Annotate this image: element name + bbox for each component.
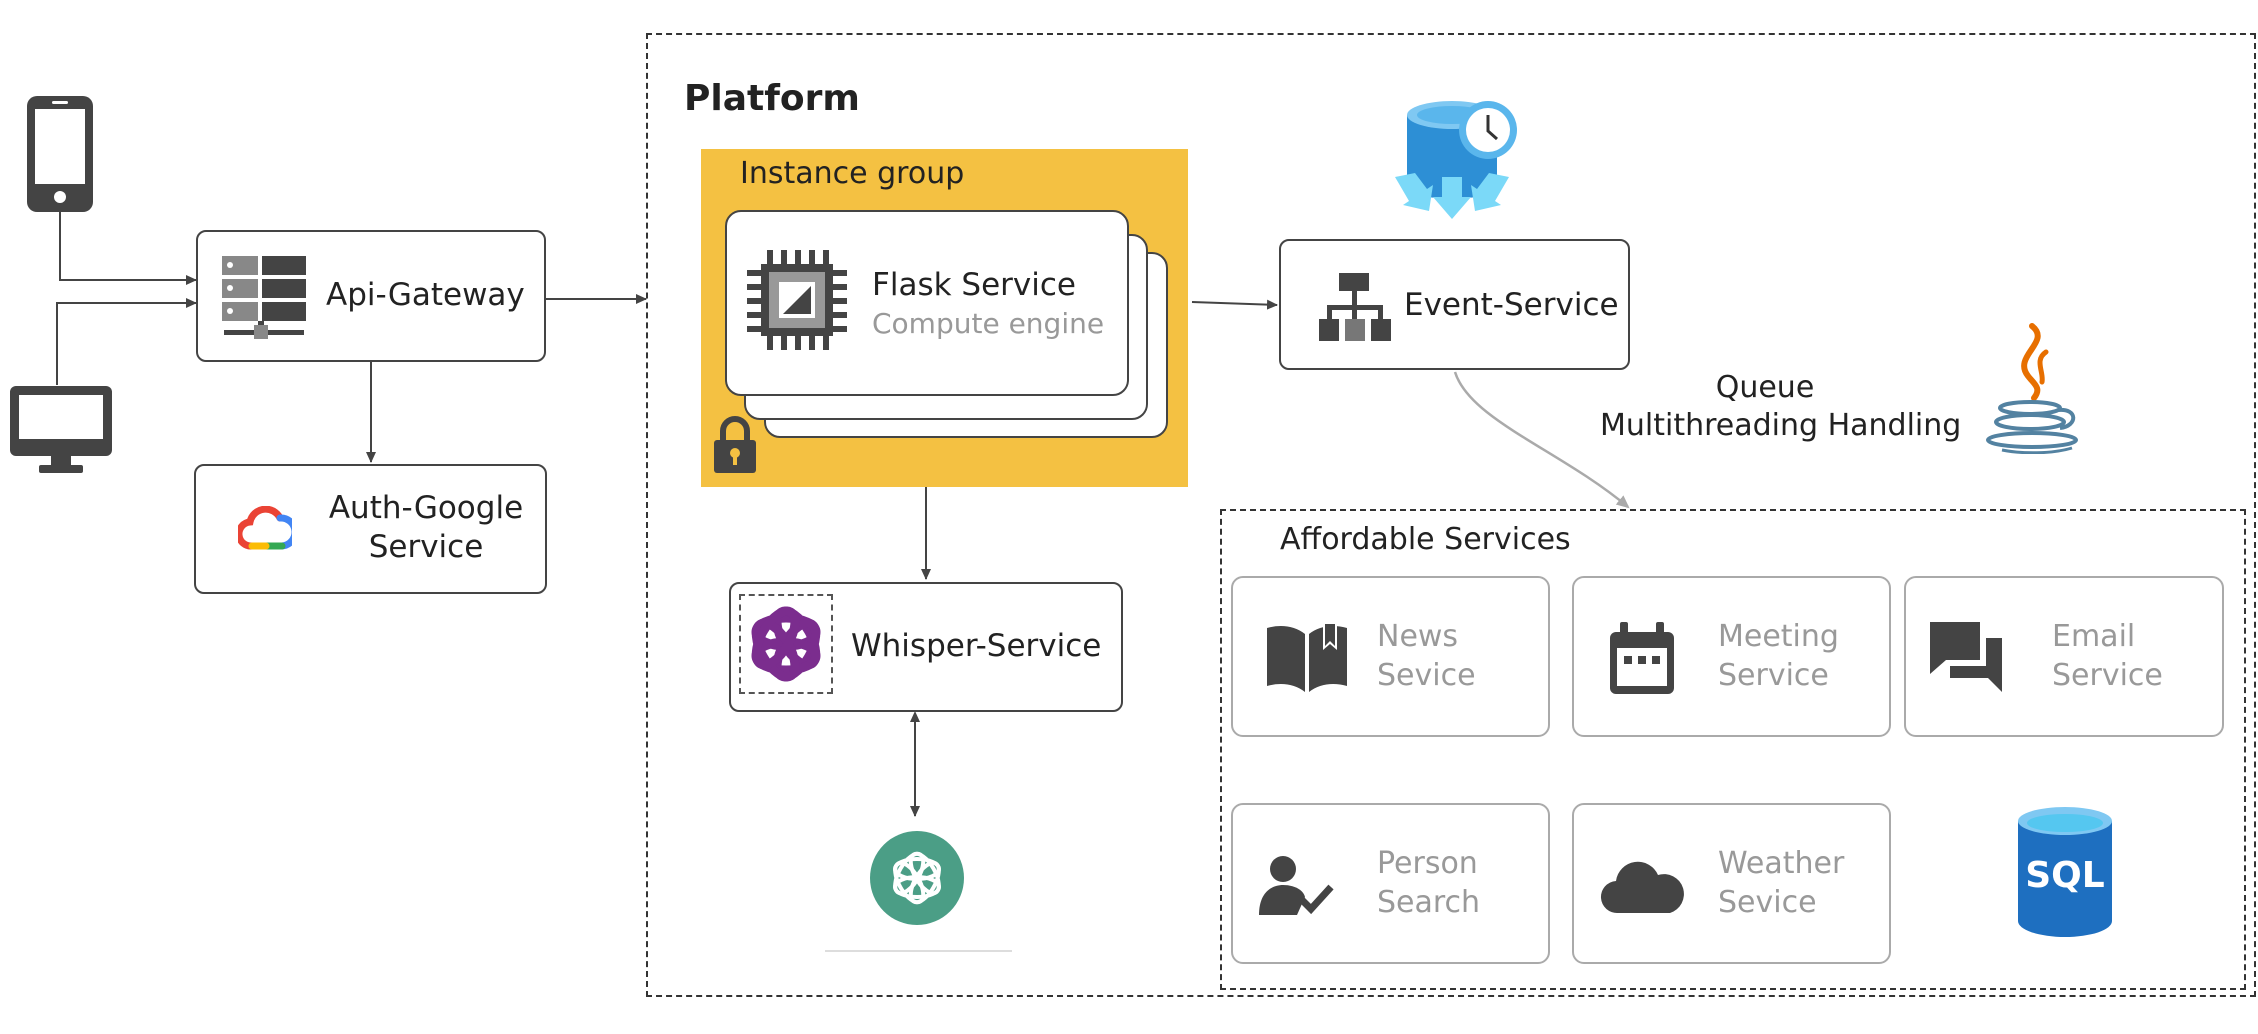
platform-container <box>646 33 2256 997</box>
event-to-affordable-arrow <box>1453 371 1630 509</box>
chat-icon <box>1930 622 2002 692</box>
cloud-icon <box>1600 861 1684 914</box>
phone-icon <box>27 96 93 212</box>
whisper-icon-frame <box>739 594 833 694</box>
java-icon <box>1986 323 2078 454</box>
meeting-service-label-line1: Meeting <box>1718 619 1839 654</box>
cpu-chip-icon <box>747 250 847 350</box>
news-service-label-line2: Sevice <box>1377 658 1476 693</box>
google-cloud-icon <box>238 506 292 550</box>
person-search-label-line1: Person <box>1377 846 1478 881</box>
openai-purple-icon <box>751 606 821 682</box>
queue-label-line2: Multithreading Handling <box>1600 408 1962 443</box>
lock-icon <box>714 416 756 473</box>
calendar-icon <box>1610 622 1674 694</box>
email-service-label-line1: Email <box>2052 619 2136 654</box>
email-service-box[interactable]: Email Service <box>1904 576 2224 737</box>
event-service-node[interactable]: Event-Service <box>1279 239 1630 370</box>
sql-label: SQL <box>2025 855 2105 896</box>
news-service-box[interactable]: News Sevice <box>1231 576 1550 737</box>
openai-green-icon <box>870 831 964 925</box>
person-search-box[interactable]: Person Search <box>1231 803 1550 964</box>
platform-title: Platform <box>684 78 860 119</box>
person-search-label-line2: Search <box>1377 885 1481 920</box>
api-gateway-node[interactable]: Api-Gateway <box>196 230 546 362</box>
event-hub-icon <box>1395 101 1517 219</box>
queue-label-line1: Queue <box>1715 370 1815 405</box>
meeting-service-box[interactable]: Meeting Service <box>1572 576 1891 737</box>
flask-service-subtitle: Compute engine <box>872 307 1105 340</box>
auth-google-label-line1: Auth-Google <box>328 490 524 526</box>
weather-service-box[interactable]: Weather Sevice <box>1572 803 1891 964</box>
event-service-label: Event-Service <box>1404 287 1619 323</box>
flask-service-node[interactable]: Flask Service Compute engine <box>725 210 1129 396</box>
affordable-services-container <box>1220 509 2246 990</box>
person-check-icon <box>1259 856 1334 915</box>
hierarchy-icon <box>1319 273 1391 341</box>
news-service-label-line1: News <box>1377 619 1459 654</box>
auth-google-node[interactable]: Auth-Google Service <box>194 464 547 594</box>
book-icon <box>1267 622 1347 692</box>
flask-to-event-arrow <box>1191 299 1278 310</box>
sql-database-icon: SQL <box>2014 805 2116 939</box>
api-gateway-label: Api-Gateway <box>326 277 525 313</box>
instance-group-title: Instance group <box>740 156 965 191</box>
whisper-service-node[interactable]: Whisper-Service <box>729 582 1123 712</box>
desktop-to-gateway-arrow <box>56 298 197 385</box>
affordable-services-title: Affordable Services <box>1280 522 1571 557</box>
email-service-label-line2: Service <box>2052 658 2163 693</box>
meeting-service-label-line2: Service <box>1718 658 1829 693</box>
weather-service-label-line2: Sevice <box>1718 885 1817 920</box>
desktop-icon <box>10 386 112 473</box>
server-rack-icon <box>222 256 306 339</box>
flask-service-title: Flask Service <box>872 267 1076 303</box>
sql-cylinder-icon <box>2018 807 2112 937</box>
weather-service-label-line1: Weather <box>1718 846 1845 881</box>
whisper-service-label: Whisper-Service <box>851 628 1102 664</box>
auth-google-label-line2: Service <box>368 529 484 565</box>
phone-to-gateway-arrow <box>59 212 197 285</box>
